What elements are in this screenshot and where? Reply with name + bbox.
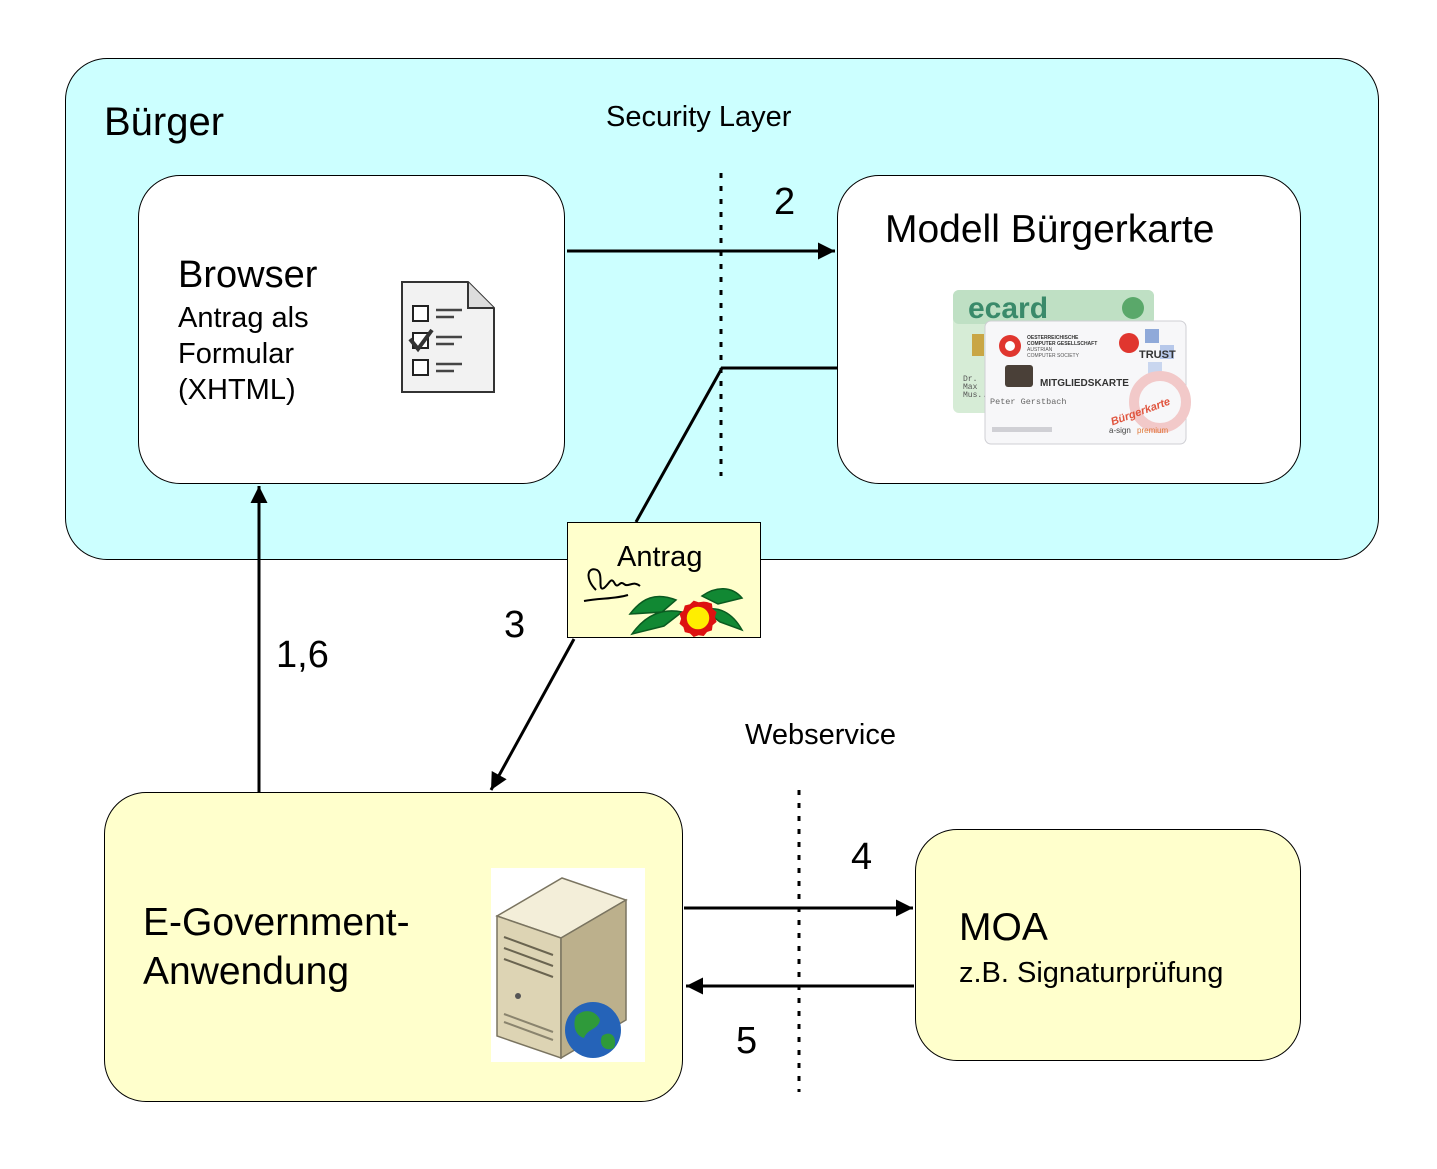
browser-line-2: Formular (178, 338, 295, 370)
buerger-title: Bürger (104, 100, 225, 144)
security-layer-label: Security Layer (606, 101, 792, 133)
arrow-step-3-upper (634, 366, 837, 523)
moa-title: MOA (959, 906, 1048, 949)
moa-box (915, 829, 1301, 1061)
browser-line-1: Antrag als (178, 302, 309, 334)
arrow-step-3-lower (489, 638, 576, 791)
signed-antrag-note (567, 522, 761, 638)
browser-line-3: (XHTML) (178, 374, 296, 406)
egov-line-2: Anwendung (143, 950, 350, 993)
moa-subtitle: z.B. Signaturprüfung (959, 957, 1224, 989)
step-label-3: 3 (504, 604, 525, 646)
egov-line-1: E-Government- (143, 901, 410, 944)
step-label-2: 2 (774, 181, 795, 223)
buergerkarte-title: Modell Bürgerkarte (885, 208, 1215, 251)
step-label-1-6: 1,6 (276, 634, 329, 676)
browser-title: Browser (178, 254, 318, 296)
step-label-4: 4 (851, 836, 872, 878)
webservice-label: Webservice (745, 719, 896, 751)
step-label-5: 5 (736, 1020, 757, 1062)
